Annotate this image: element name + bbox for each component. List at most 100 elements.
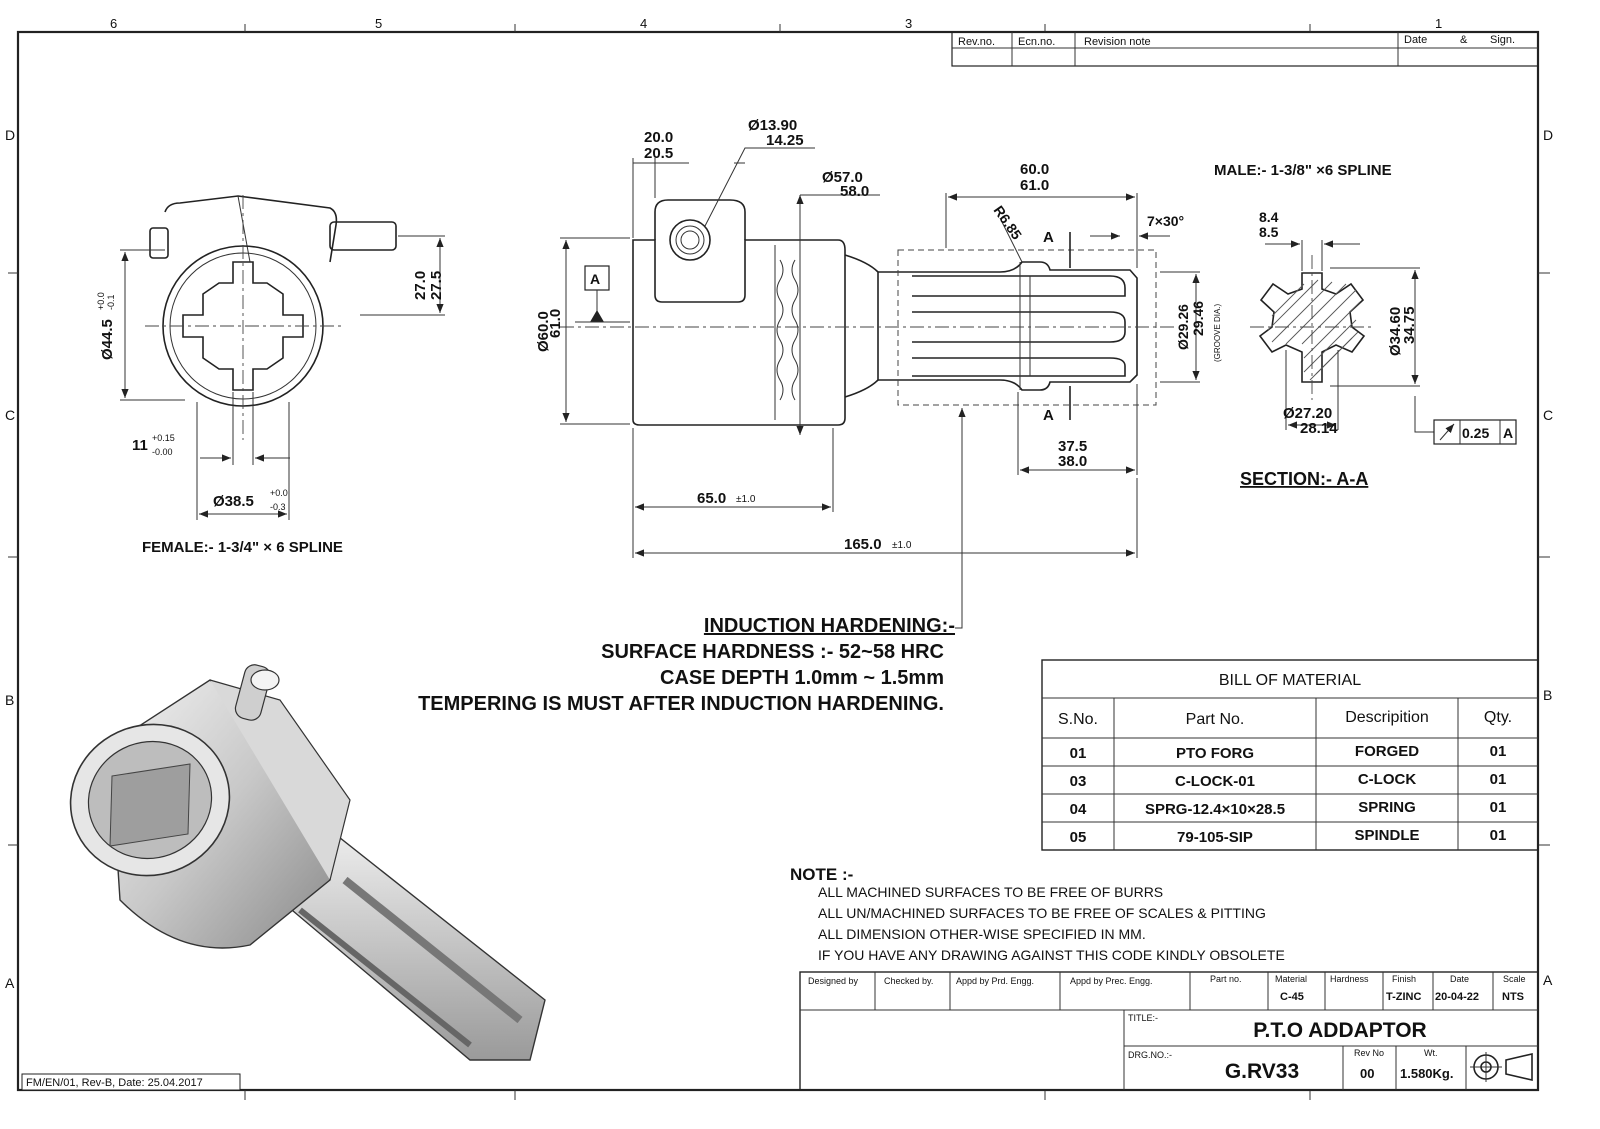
side-len-165: 165.0: [844, 536, 882, 553]
zone-right-b: B: [1543, 687, 1552, 703]
bom-cell: 03: [1070, 773, 1087, 790]
tb-designed-by: Designed by: [808, 976, 859, 986]
tb-material-value: C-45: [1280, 991, 1304, 1003]
zone-left-b: B: [5, 692, 14, 708]
datum-a: [575, 265, 630, 323]
rev-sign-label: Sign.: [1490, 34, 1515, 46]
side-groove-b: 29.46: [1190, 301, 1206, 336]
bom-cell: 79-105-SIP: [1177, 829, 1253, 846]
bom-cell: 01: [1490, 743, 1507, 760]
bom-cell: 01: [1490, 827, 1507, 844]
hardening-title: INDUCTION HARDENING:-: [704, 615, 955, 637]
tb-date-label: Date: [1450, 974, 1469, 984]
side-len-65: 65.0: [697, 490, 726, 507]
tb-date-value: 20-04-22: [1435, 991, 1479, 1003]
female-slot: 11: [132, 437, 148, 454]
sheet-border: [16, 30, 1540, 1092]
side-d2-b: 14.25: [766, 132, 804, 149]
section-id-a: Ø27.20: [1283, 405, 1332, 422]
zone-top-2: 5: [375, 16, 382, 31]
side-chamfer: 7×30°: [1147, 213, 1184, 229]
bom-cell: 04: [1070, 801, 1087, 818]
side-view: [560, 199, 1175, 426]
bom-cell: SPRG-12.4×10×28.5: [1145, 801, 1285, 818]
side-len-a: 37.5: [1058, 438, 1087, 455]
tb-wt-value: 1.580Kg.: [1400, 1066, 1453, 1081]
hardening-line-2: CASE DEPTH 1.0mm ~ 1.5mm: [660, 667, 944, 689]
side-len-165-tol: ±1.0: [892, 540, 912, 551]
female-outer-tol-plus: +0.0: [96, 292, 106, 310]
bom-cell: PTO FORG: [1176, 745, 1254, 762]
hardening-line-1: SURFACE HARDNESS :- 52~58 HRC: [601, 641, 944, 663]
section-a-a: [1250, 255, 1375, 400]
zone-right-c: C: [1543, 407, 1553, 423]
zone-right-d: D: [1543, 127, 1553, 143]
side-body-dia-b: 61.0: [547, 309, 564, 338]
zone-left-c: C: [5, 407, 15, 423]
zone-right-a: A: [1543, 972, 1553, 988]
bom-cell: C-LOCK: [1358, 771, 1416, 788]
projection-symbol-icon: [1470, 1052, 1533, 1082]
side-d3-a: Ø57.0: [822, 169, 863, 186]
bom-row: 04 SPRG-12.4×10×28.5 SPRING 01: [1070, 799, 1507, 818]
form-ref: FM/EN/01, Rev-B, Date: 25.04.2017: [26, 1077, 203, 1089]
zone-ticks: [8, 24, 1550, 1100]
zone-left-d: D: [5, 127, 15, 143]
tb-wt-label: Wt.: [1424, 1048, 1438, 1058]
tb-hardness-label: Hardness: [1330, 974, 1369, 984]
female-inner-dia: Ø38.5: [213, 493, 254, 510]
tb-rev-value: 00: [1360, 1066, 1374, 1081]
side-d4-b: 61.0: [1020, 177, 1049, 194]
bom-cell: SPRING: [1358, 799, 1416, 816]
title-block: [799, 971, 1539, 1091]
note-item: ALL UN/MACHINED SURFACES TO BE FREE OF S…: [818, 905, 1266, 921]
female-dimensions: [120, 235, 445, 520]
side-groove-note: (GROOVE DIA.): [1213, 303, 1222, 362]
section-caption: SECTION:- A-A: [1240, 469, 1368, 489]
rev-no-label: Rev.no.: [958, 36, 995, 48]
bom-header-sno: S.No.: [1058, 711, 1098, 728]
tb-appd-prec: Appd by Prec. Engg.: [1070, 976, 1153, 986]
hardening-line-3: TEMPERING IS MUST AFTER INDUCTION HARDEN…: [418, 693, 944, 715]
female-outer-dia: Ø44.5: [99, 319, 116, 360]
tb-scale-label: Scale: [1503, 974, 1526, 984]
bom-row: 03 C-LOCK-01 C-LOCK 01: [1070, 771, 1507, 790]
runout-datum: A: [1503, 425, 1513, 441]
side-body-dia-a: Ø60.0: [535, 311, 552, 352]
isometric-view: [69, 664, 546, 1061]
bom-cell: 01: [1490, 799, 1507, 816]
runout-value: 0.25: [1462, 425, 1489, 441]
female-width-a: 27.0: [412, 271, 429, 300]
side-len-b: 38.0: [1058, 453, 1087, 470]
drawing-title: P.T.O ADDAPTOR: [1253, 1019, 1426, 1042]
section-od-b: 34.75: [1401, 306, 1418, 344]
note-item: ALL MACHINED SURFACES TO BE FREE OF BURR…: [818, 884, 1163, 900]
bom-header-qty: Qty.: [1484, 709, 1512, 726]
tb-finish-label: Finish: [1392, 974, 1416, 984]
bom-cell: SPINDLE: [1354, 827, 1419, 844]
side-d4-a: 60.0: [1020, 161, 1049, 178]
bom-header-desc: Descripition: [1345, 709, 1429, 726]
tb-drg-label: DRG.NO.:-: [1128, 1050, 1172, 1060]
tb-checked-by: Checked by.: [884, 976, 933, 986]
tb-finish-value: T-ZINC: [1386, 991, 1421, 1003]
female-slot-tol-minus: -0.00: [152, 447, 173, 457]
female-outer-tol-minus: -0.1: [106, 294, 116, 310]
female-slot-tol-plus: +0.15: [152, 433, 175, 443]
notes-title: NOTE :-: [790, 865, 853, 884]
side-groove-a: Ø29.26: [1175, 304, 1191, 350]
bom-title: BILL OF MATERIAL: [1219, 672, 1361, 689]
tb-appd-prd: Appd by Prd. Engg.: [956, 976, 1034, 986]
form-ref-box: [21, 1073, 241, 1091]
section-w-b: 8.5: [1259, 224, 1279, 240]
bom-cell: 01: [1070, 745, 1087, 762]
zone-top-3: 4: [640, 16, 647, 31]
section-dimensions: [1265, 240, 1517, 445]
note-item: IF YOU HAVE ANY DRAWING AGAINST THIS COD…: [818, 947, 1285, 963]
section-od-a: Ø34.60: [1387, 307, 1404, 356]
tb-rev-label: Rev No: [1354, 1048, 1384, 1058]
rev-date-label: Date: [1404, 34, 1427, 46]
side-dimensions: [560, 147, 1200, 629]
bom-row: 01 PTO FORG FORGED 01: [1070, 743, 1507, 762]
